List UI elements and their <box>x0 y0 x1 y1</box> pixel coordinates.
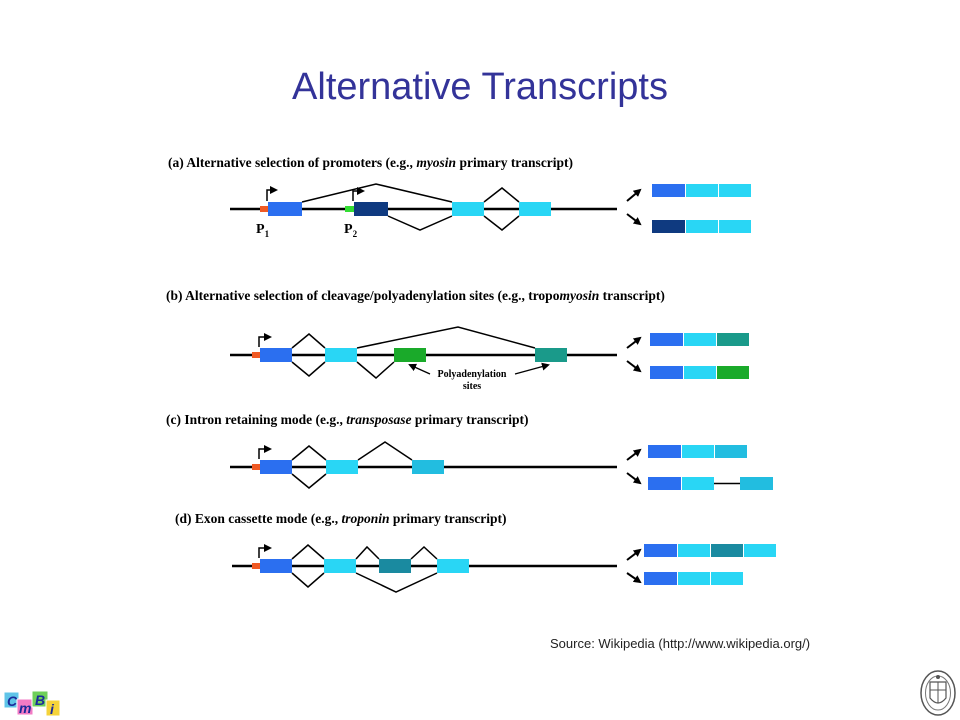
panel-a-exon-3 <box>452 202 484 216</box>
panel-b-result-arrow-2 <box>626 360 642 373</box>
panel-d-exon-1 <box>260 559 292 573</box>
panel-c-transcript-2 <box>648 477 773 490</box>
svg-text:C: C <box>7 693 18 709</box>
panel-d-transcript-2 <box>644 572 743 585</box>
panel-a-exon-1 <box>268 202 302 216</box>
panel-d-transcript-1 <box>644 544 776 557</box>
panel-b-title: (b) Alternative selection of cleavage/po… <box>166 288 665 303</box>
panel-b-exon-1 <box>260 348 292 362</box>
cmbi-logo: C m B i <box>4 690 61 717</box>
panel-d-exon-2 <box>324 559 356 573</box>
panel-d: (d) Exon cassette mode (e.g., troponin p… <box>175 511 776 593</box>
panel-c-promoter-arrow <box>258 445 272 459</box>
panel-b-poly-arrow-1 <box>408 363 431 375</box>
panel-a-promoter-p1 <box>260 206 269 212</box>
panel-d-result-arrow-2 <box>626 572 642 584</box>
panel-a-label-p2: P2 <box>344 222 358 239</box>
panel-a-result-arrow-1 <box>626 188 642 202</box>
panel-d-splice-5 <box>355 572 438 593</box>
panel-a-splice-4 <box>483 215 520 231</box>
panel-a-splice-1 <box>301 183 453 203</box>
panel-c-exon-2 <box>326 460 358 474</box>
panel-b-result-arrow-1 <box>626 336 642 349</box>
panel-c-splice-3 <box>357 441 413 461</box>
svg-text:B: B <box>35 692 45 708</box>
panel-a: (a) Alternative selection of promoters (… <box>168 155 751 239</box>
panel-c-splice-2 <box>291 473 327 489</box>
panel-c-transcript-1 <box>648 445 747 458</box>
panel-d-exon-4 <box>437 559 469 573</box>
panel-a-result-arrow-2 <box>626 213 642 226</box>
panel-b-splice-4 <box>356 361 395 379</box>
panel-c-result-arrow-2 <box>626 472 642 485</box>
panel-a-title: (a) Alternative selection of promoters (… <box>168 155 573 170</box>
panel-a-promoter-p2 <box>345 206 354 212</box>
panel-b-exon-2 <box>325 348 357 362</box>
page-title: Alternative Transcripts <box>292 66 668 108</box>
panel-b-exon-green <box>394 348 426 362</box>
panel-b-promoter-arrow <box>258 333 272 347</box>
source-citation: Source: Wikipedia (http://www.wikipedia.… <box>550 636 811 651</box>
panel-d-result-arrow-1 <box>626 548 642 561</box>
panel-c-promoter <box>252 464 261 470</box>
panel-a-exon-2 <box>354 202 388 216</box>
panel-a-p1-arrow <box>266 186 278 201</box>
panel-c-splice-1 <box>291 445 327 461</box>
panel-a-splice-2 <box>387 215 453 231</box>
svg-text:i: i <box>50 701 55 717</box>
panel-c-exon-1 <box>260 460 292 474</box>
panel-b-poly-label-1: Polyadenylation <box>438 369 507 380</box>
panel-c: (c) Intron retaining mode (e.g., transpo… <box>166 412 773 490</box>
panel-b-splice-1 <box>291 333 326 349</box>
panel-b-promoter <box>252 352 261 358</box>
panel-a-splice-3 <box>483 187 520 203</box>
panel-d-splice-2 <box>291 572 325 588</box>
panel-a-exon-4 <box>519 202 551 216</box>
panel-c-exon-3 <box>412 460 444 474</box>
panel-a-p2-arrow <box>352 187 365 201</box>
svg-text:m: m <box>19 700 31 716</box>
panel-b-transcript-2 <box>650 366 749 379</box>
panel-a-label-p1: P1 <box>256 222 270 239</box>
panel-d-splice-3 <box>355 545 380 560</box>
panel-b-transcript-1 <box>650 333 749 346</box>
panel-b-exon-teal <box>535 348 567 362</box>
panel-d-splice-1 <box>291 544 325 560</box>
panel-b-splice-3 <box>356 326 536 349</box>
panel-b-poly-arrow-2 <box>514 362 550 375</box>
panel-b-splice-2 <box>291 361 326 377</box>
panel-a-transcript-1 <box>652 184 751 197</box>
panel-b-poly-label-2: sites <box>463 381 481 392</box>
panel-d-promoter <box>252 563 261 569</box>
panel-d-exon-cassette <box>379 559 411 573</box>
panel-d-promoter-arrow <box>258 544 272 558</box>
university-seal-icon <box>920 670 956 716</box>
panel-d-title: (d) Exon cassette mode (e.g., troponin p… <box>175 511 507 526</box>
panel-c-result-arrow-1 <box>626 448 642 461</box>
panel-d-splice-4 <box>410 545 438 560</box>
panel-c-title: (c) Intron retaining mode (e.g., transpo… <box>166 412 528 427</box>
panel-b: (b) Alternative selection of cleavage/po… <box>166 288 749 392</box>
panel-a-transcript-2 <box>652 220 751 233</box>
